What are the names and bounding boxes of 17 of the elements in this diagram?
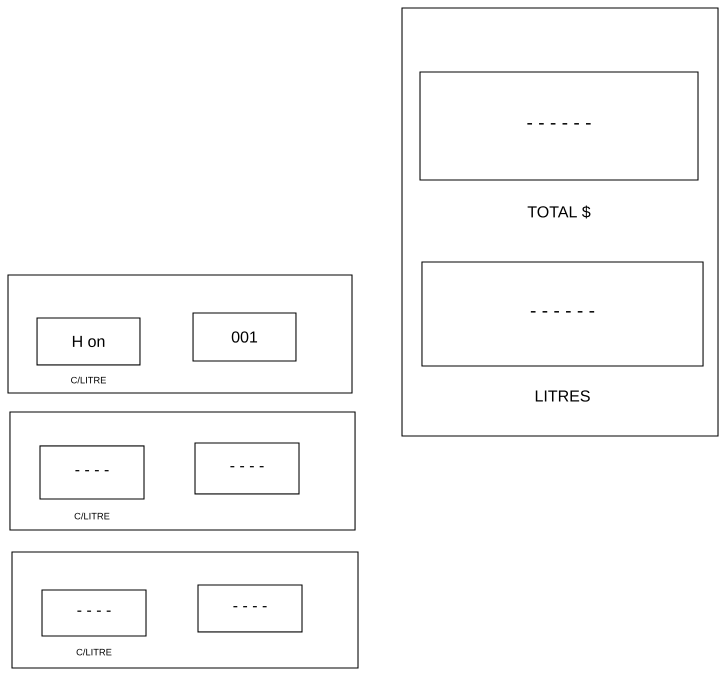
caption-label: C/LITRE — [71, 376, 106, 384]
display-panel — [401, 7, 719, 437]
display-window: - - - - - - — [421, 261, 704, 367]
caption-label: TOTAL $ — [528, 206, 590, 218]
caption-label: LITRES — [536, 390, 590, 402]
display-window: - - - - — [194, 442, 300, 494]
display-window: - - - - - - — [419, 71, 699, 181]
display-window: - - - - — [39, 445, 145, 500]
display-panel — [11, 551, 359, 669]
caption-label: C/LITRE — [76, 648, 112, 656]
display-panel — [9, 411, 356, 531]
display-window: - - - - — [41, 589, 147, 637]
caption-label: C/LITRE — [74, 512, 110, 520]
display-panel — [7, 274, 353, 394]
display-window: H on — [36, 318, 140, 366]
display-window: 001 — [192, 312, 296, 362]
display-window: - - - - — [197, 584, 303, 632]
